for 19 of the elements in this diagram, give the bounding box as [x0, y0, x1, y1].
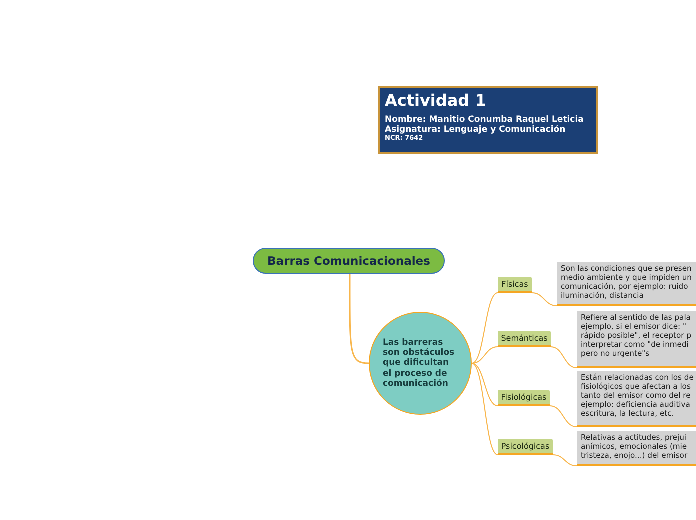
connector-line: [550, 406, 578, 428]
connector-line: [472, 363, 498, 406]
category-tag: Físicas: [498, 277, 532, 293]
connector-line: [472, 363, 498, 456]
card-info-line: Nombre: Manitio Conumba Raquel Leticia: [385, 114, 585, 125]
topic-pill: Barras Comunicacionales: [253, 248, 445, 274]
category-tag: Fisiológicas: [498, 390, 550, 406]
category-tag: Psicológicas: [498, 439, 553, 455]
connector-line: [472, 346, 498, 364]
central-circle: Las barreras son obstáculos que dificultan el proceso de comunicación: [369, 312, 472, 415]
connector-line: [552, 454, 578, 466]
card-info-line: Asignatura: Lenguaje y Comunicación: [385, 124, 567, 135]
connector-line: [532, 292, 558, 306]
connector-line: [472, 292, 498, 364]
activity-card: [378, 86, 598, 154]
card-title: Actividad 1: [385, 92, 488, 110]
category-tag: Semánticas: [498, 331, 551, 347]
connector-line: [349, 274, 370, 364]
connector-line: [550, 346, 578, 368]
